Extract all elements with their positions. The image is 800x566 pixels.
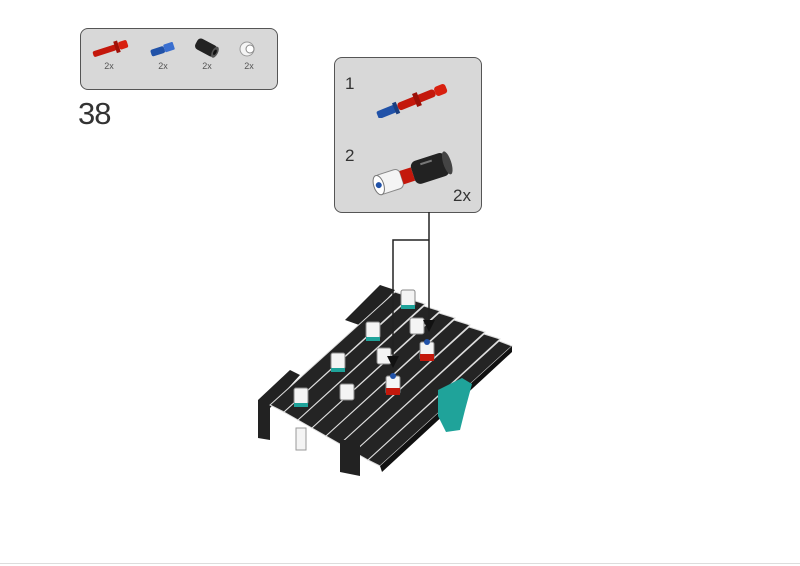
white-bush-icon [239,41,255,57]
part-white-bush: 2x [229,37,269,71]
page-bottom-divider [0,563,800,564]
black-bush-icon [194,38,219,58]
part-qty: 2x [202,61,212,71]
substep-number: 1 [345,74,355,93]
placement-arrows [392,212,430,356]
model-base [258,285,513,476]
blue-pin-icon [150,42,175,57]
pin-assembly-icon [376,84,448,118]
substep-number: 2 [345,146,355,165]
arrow-head-icon [387,356,399,368]
part-blue-pin: 2x [143,37,183,71]
pins-on-model [293,289,435,407]
part-qty: 2x [158,61,168,71]
part-black-bush: 2x [187,37,227,71]
parts-list-panel: 2x 2x 2x 2x [80,28,278,90]
sub-assembly-callout: 1 2 2x [334,57,482,213]
part-red-pin: 2x [89,37,129,71]
part-qty: 2x [244,61,254,71]
bush-assembly-icon [372,151,453,196]
step-number: 38 [78,96,111,131]
arrow-head-icon [423,320,435,332]
part-qty: 2x [104,61,114,71]
red-pin-icon [92,40,129,57]
callout-quantity: 2x [453,186,471,205]
